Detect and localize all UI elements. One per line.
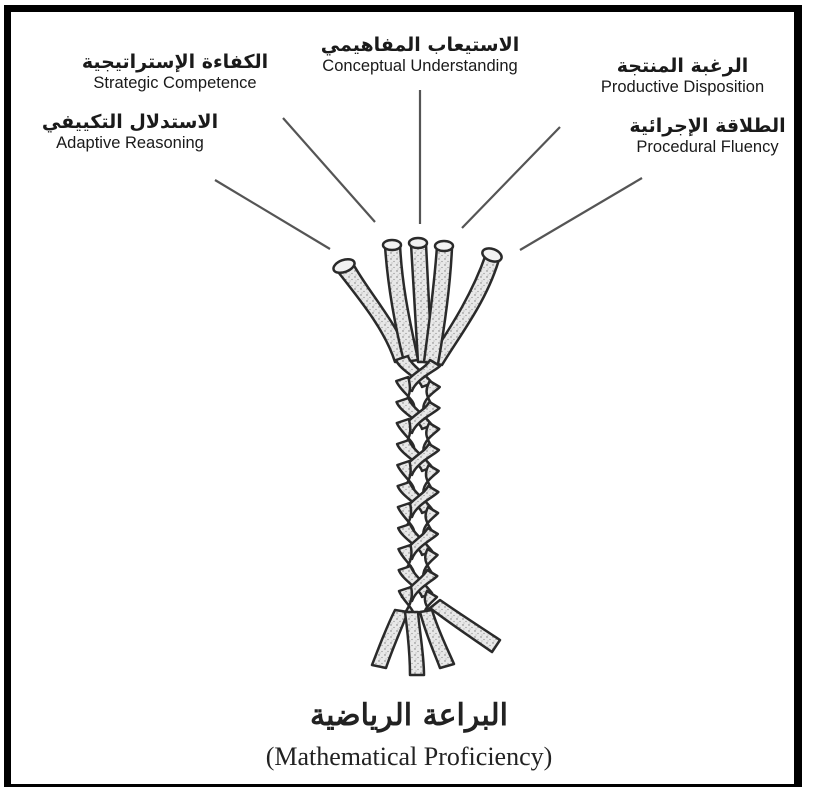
strand-tip-productive-disposition [435,241,453,251]
rope-end-1 [372,610,408,668]
strand-tip-conceptual-understanding [409,238,427,248]
rope-end-2 [405,612,424,675]
leader-procedural-fluency [520,178,642,250]
leader-strategic-competence [283,118,375,222]
title-english: (Mathematical Proficiency) [0,742,818,772]
title-arabic: البراعة الرياضية [0,698,818,733]
leader-productive-disposition [462,127,560,228]
strand-tip-strategic-competence [383,240,401,250]
leader-adaptive-reasoning [215,180,330,249]
braid-body [396,356,440,622]
